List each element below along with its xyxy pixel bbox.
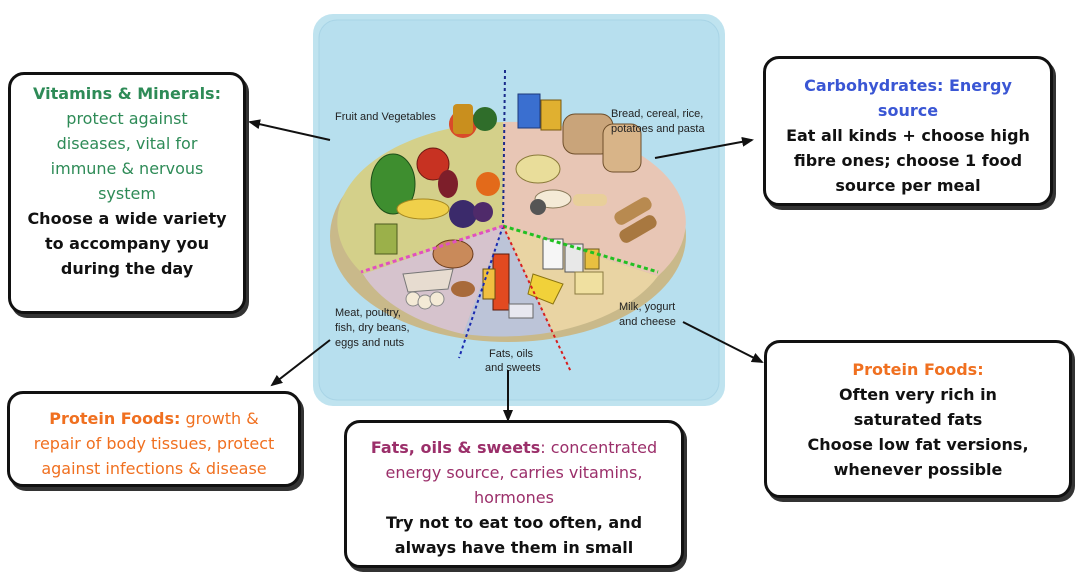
- vitamins-minerals-box: Vitamins & Minerals: protect against dis…: [8, 72, 246, 314]
- vitamins-desc-line2: diseases, vital for: [56, 134, 198, 153]
- protein-left-desc-line3: against infections & disease: [41, 459, 267, 478]
- vitamins-desc-line3: immune & nervous: [50, 159, 204, 178]
- label-bread-line1: Bread, cereal, rice,: [611, 108, 703, 120]
- fats-line1: Fats, oils & sweets: concentrated: [355, 435, 673, 460]
- carbs-title-line2: source: [877, 101, 939, 120]
- fruit-veg-foods: [370, 104, 500, 255]
- protein-left-title: Protein Foods:: [49, 409, 181, 428]
- protein-right-desc-line2: saturated fats: [853, 410, 983, 429]
- vitamins-advice-line2: to accompany you: [44, 234, 210, 253]
- divider-blue-bottom: [458, 225, 504, 359]
- vitamins-title: Vitamins & Minerals:: [33, 84, 221, 103]
- vitamins-desc-line4: system: [98, 184, 156, 203]
- protein-left-desc-line2: repair of body tissues, protect: [33, 434, 275, 453]
- divider-pink: [360, 224, 504, 274]
- label-fats-line1: Fats, oils: [489, 348, 534, 360]
- protein-left-box: Protein Foods: growth & repair of body t…: [7, 391, 301, 487]
- label-fruit-veg: Fruit and Vegetables: [335, 111, 436, 123]
- divider-red: [502, 225, 572, 373]
- vitamins-advice-line3: during the day: [60, 259, 194, 278]
- divider-blue-top: [502, 69, 506, 227]
- protein-right-advice-line2: whenever possible: [833, 460, 1003, 479]
- label-milk-line1: Milk, yogurt: [619, 301, 675, 313]
- fats-oils-sweets-box: Fats, oils & sweets: concentrated energy…: [344, 420, 684, 568]
- label-meat-line2: fish, dry beans,: [335, 322, 410, 334]
- food-plate-svg: Fruit and Vegetables Bread, cereal, rice…: [313, 14, 725, 406]
- fats-title: Fats, oils & sweets: [370, 438, 541, 457]
- label-meat-line3: eggs and nuts: [335, 337, 405, 349]
- carbs-advice-line2: fibre ones; choose 1 food: [793, 151, 1023, 170]
- protein-right-desc-line1: Often very rich in: [839, 385, 997, 404]
- food-plate-illustration: Fruit and Vegetables Bread, cereal, rice…: [313, 14, 725, 406]
- divider-green: [502, 224, 659, 274]
- milk-foods: [527, 238, 604, 305]
- carbs-title-line1: Carbohydrates: Energy: [804, 76, 1012, 95]
- carbohydrates-box: Carbohydrates: Energy source Eat all kin…: [763, 56, 1053, 206]
- label-meat-line1: Meat, poultry,: [335, 307, 401, 319]
- vitamins-advice-line1: Choose a wide variety: [27, 209, 227, 228]
- fats-advice-line1: Try not to eat too often, and: [385, 513, 643, 532]
- fats-desc-line3: hormones: [474, 488, 554, 507]
- protein-right-box: Protein Foods: Often very rich in satura…: [764, 340, 1072, 498]
- bread-foods: [515, 93, 657, 243]
- protein-left-line1: Protein Foods: growth &: [18, 406, 290, 431]
- protein-right-title: Protein Foods:: [852, 360, 984, 379]
- fats-desc-line1: : concentrated: [540, 438, 658, 457]
- fats-advice-line2: always have them in small: [394, 538, 634, 557]
- carbs-advice-line1: Eat all kinds + choose high: [786, 126, 1030, 145]
- protein-left-desc-line1: growth &: [180, 409, 259, 428]
- label-fats-line2: and sweets: [485, 362, 541, 374]
- fats-foods: [482, 253, 534, 319]
- protein-right-advice-line1: Choose low fat versions,: [807, 435, 1029, 454]
- carbs-advice-line3: source per meal: [835, 176, 981, 195]
- fats-desc-line2: energy source, carries vitamins,: [385, 463, 643, 482]
- label-bread-line2: potatoes and pasta: [611, 123, 705, 135]
- label-milk-line2: and cheese: [619, 316, 676, 328]
- vitamins-desc-line1: protect against: [66, 109, 188, 128]
- meat-foods: [402, 239, 475, 310]
